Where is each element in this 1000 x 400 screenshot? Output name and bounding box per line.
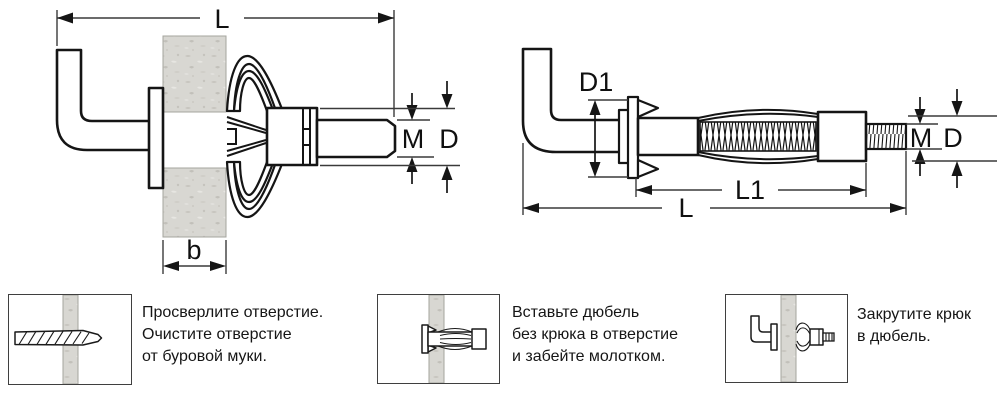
dimension-M: M bbox=[397, 93, 434, 184]
wall-section bbox=[780, 295, 797, 382]
step-3-line-2: в дюбель. bbox=[857, 328, 931, 345]
step-2-text: Вставьте дюбель без крюка в отверстие и … bbox=[512, 302, 678, 368]
threaded-stud bbox=[315, 118, 397, 159]
dimension-label-b: b bbox=[186, 235, 201, 265]
drill-bit bbox=[14, 329, 103, 346]
anchor-body bbox=[421, 324, 487, 354]
dimension-L1: L1 bbox=[635, 163, 867, 205]
installed-anchor-drawing: L bbox=[55, 4, 460, 274]
dimension-L: L bbox=[56, 4, 395, 117]
step-3-line-1: Закрутите крюк bbox=[857, 306, 971, 323]
dimension-label-M: M bbox=[402, 124, 425, 154]
hook-in-anchor bbox=[750, 315, 835, 352]
dimension-D: D bbox=[908, 89, 997, 188]
step-1-line-2: Очистите отверстие bbox=[142, 326, 292, 343]
step-1-line-1: Просверлите отверстие. bbox=[142, 304, 324, 321]
dimension-label-D: D bbox=[943, 123, 963, 153]
step-2-line-1: Вставьте дюбель bbox=[512, 304, 640, 321]
insert-anchor-icon bbox=[377, 294, 500, 384]
threaded-stud bbox=[864, 122, 908, 151]
dimension-D1: D1 bbox=[579, 67, 628, 178]
washer-flange bbox=[147, 86, 165, 190]
step-1-line-3: от буровой муки. bbox=[142, 348, 267, 365]
dimension-L: L bbox=[522, 143, 907, 223]
step-1-text: Просверлите отверстие. Очистите отверсти… bbox=[142, 302, 323, 368]
toothed-flange bbox=[617, 95, 660, 180]
step-2-line-3: и забейте молотком. bbox=[512, 348, 666, 365]
screw-hook-icon bbox=[725, 294, 848, 383]
dimension-D: D bbox=[320, 81, 460, 193]
dimension-label-D: D bbox=[439, 124, 459, 154]
hook-outline bbox=[55, 48, 152, 152]
wall-section bbox=[162, 35, 227, 238]
dimension-label-D1: D1 bbox=[579, 67, 614, 97]
drill-hole-icon bbox=[8, 294, 132, 385]
dimension-label-L: L bbox=[214, 4, 229, 34]
dimension-M: M bbox=[906, 97, 942, 176]
anchor-sleeve bbox=[265, 106, 319, 167]
step-3-text: Закрутите крюк в дюбель. bbox=[857, 304, 971, 348]
anchor-body bbox=[636, 108, 908, 165]
dimension-label-M: M bbox=[910, 123, 933, 153]
anchor-with-hook-drawing: D1 M bbox=[521, 47, 997, 223]
dimension-b: b bbox=[162, 235, 227, 274]
step-2-line-2: без крюка в отверстие bbox=[512, 326, 679, 343]
dimension-label-L1: L1 bbox=[735, 175, 765, 205]
dimension-label-L: L bbox=[678, 193, 693, 223]
